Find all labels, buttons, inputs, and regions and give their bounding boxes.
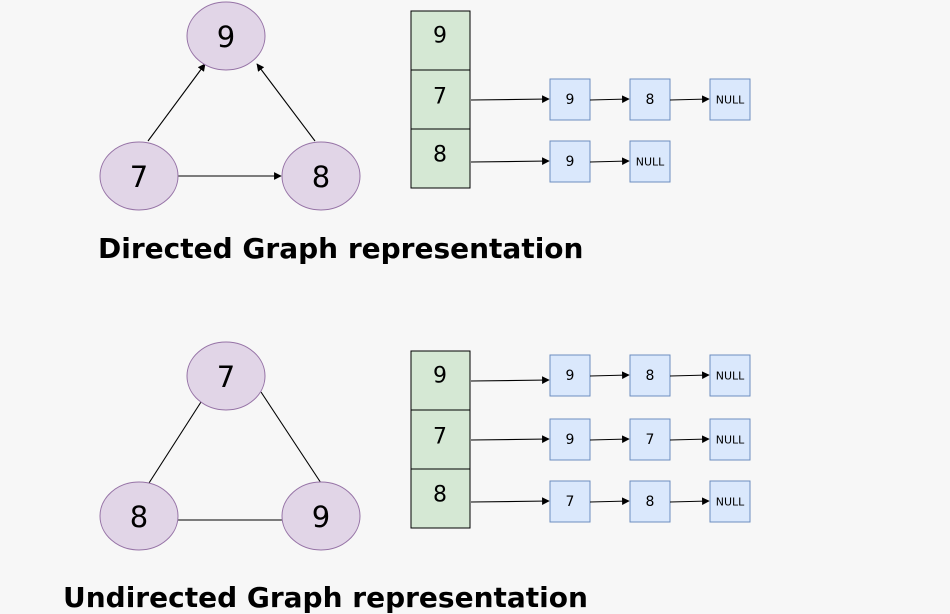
list-node-label: NULL [716, 94, 745, 107]
list-pointer [470, 95, 550, 103]
list-node: 9 [549, 140, 591, 183]
edge-7-9 [260, 391, 322, 484]
list-pointer [669, 371, 710, 380]
list-node: NULL [709, 418, 751, 461]
list-node: 7 [629, 418, 671, 461]
list-node-label: NULL [716, 496, 745, 509]
directed-graph: 9 7 8 [99, 1, 361, 211]
edge-7-to-9 [147, 63, 206, 142]
list-pointer [669, 497, 710, 506]
list-node-label: 7 [646, 432, 655, 448]
edge-7-8 [148, 401, 202, 484]
list-node: NULL [709, 480, 751, 523]
graph-node: 8 [281, 141, 361, 211]
graph-node: 9 [281, 481, 361, 551]
list-node-label: 8 [646, 494, 655, 510]
undirected-section: 7 8 9 9 7 8 [63, 341, 751, 614]
table-cell: 8 [410, 128, 471, 189]
table-cell: 9 [410, 350, 471, 411]
linked-list: 9 8 NULL [470, 78, 751, 121]
list-pointer [470, 435, 550, 443]
list-node: 9 [549, 354, 591, 397]
list-pointer [669, 435, 710, 444]
list-node: NULL [629, 140, 671, 183]
list-node: NULL [709, 78, 751, 121]
graph-node-label: 8 [312, 160, 330, 194]
linked-list: 9 7 NULL [470, 418, 751, 461]
table-cell-label: 8 [433, 483, 447, 508]
list-node: 7 [549, 480, 591, 523]
list-pointer [589, 371, 630, 380]
graph-node-label: 7 [130, 160, 148, 194]
section-caption: Directed Graph representation [98, 232, 583, 265]
list-pointer [589, 157, 630, 166]
list-node-label: NULL [716, 370, 745, 383]
list-node: 8 [629, 78, 671, 121]
adjacency-table: 9 7 8 [410, 10, 471, 189]
graph-node: 7 [99, 141, 179, 211]
linked-list: 9 NULL [470, 140, 671, 183]
table-cell-label: 7 [433, 425, 447, 450]
list-pointer [470, 157, 550, 165]
section-caption: Undirected Graph representation [63, 581, 588, 614]
list-node-label: 9 [566, 154, 575, 170]
directed-section: 9 7 8 9 7 8 [98, 1, 751, 265]
list-node-label: 8 [646, 92, 655, 108]
list-node-label: 7 [566, 494, 575, 510]
graph-node: 7 [186, 341, 266, 411]
graph-node-label: 8 [130, 500, 148, 534]
table-cell-label: 9 [433, 24, 447, 49]
list-pointer [589, 497, 630, 506]
table-cell: 8 [410, 468, 471, 529]
list-node: 8 [629, 354, 671, 397]
graph-node-label: 9 [312, 500, 330, 534]
list-node-label: NULL [636, 156, 665, 169]
list-pointer [470, 376, 550, 384]
table-cell: 7 [410, 69, 471, 130]
graph-node-label: 7 [217, 360, 235, 394]
list-node: 9 [549, 418, 591, 461]
adjacency-table: 9 7 8 [410, 350, 471, 529]
undirected-graph: 7 8 9 [99, 341, 361, 551]
list-node-label: NULL [716, 434, 745, 447]
list-pointer [669, 95, 710, 104]
linked-list: 9 8 NULL [470, 354, 751, 397]
table-cell-label: 7 [433, 85, 447, 110]
table-cell: 9 [410, 10, 471, 71]
list-node-label: 9 [566, 368, 575, 384]
graph-node: 9 [186, 1, 266, 71]
list-node-label: 9 [566, 92, 575, 108]
list-pointer [589, 95, 630, 104]
edge-8-to-9 [256, 63, 316, 142]
list-node: 9 [549, 78, 591, 121]
list-node-label: 8 [646, 368, 655, 384]
table-cell-label: 9 [433, 364, 447, 389]
list-pointer [589, 435, 630, 444]
list-node: 8 [629, 480, 671, 523]
table-cell-label: 8 [433, 143, 447, 168]
list-pointer [470, 497, 550, 505]
graph-node: 8 [99, 481, 179, 551]
list-node: NULL [709, 354, 751, 397]
linked-list: 7 8 NULL [470, 480, 751, 523]
list-node-label: 9 [566, 432, 575, 448]
graph-node-label: 9 [217, 20, 235, 54]
table-cell: 7 [410, 409, 471, 470]
